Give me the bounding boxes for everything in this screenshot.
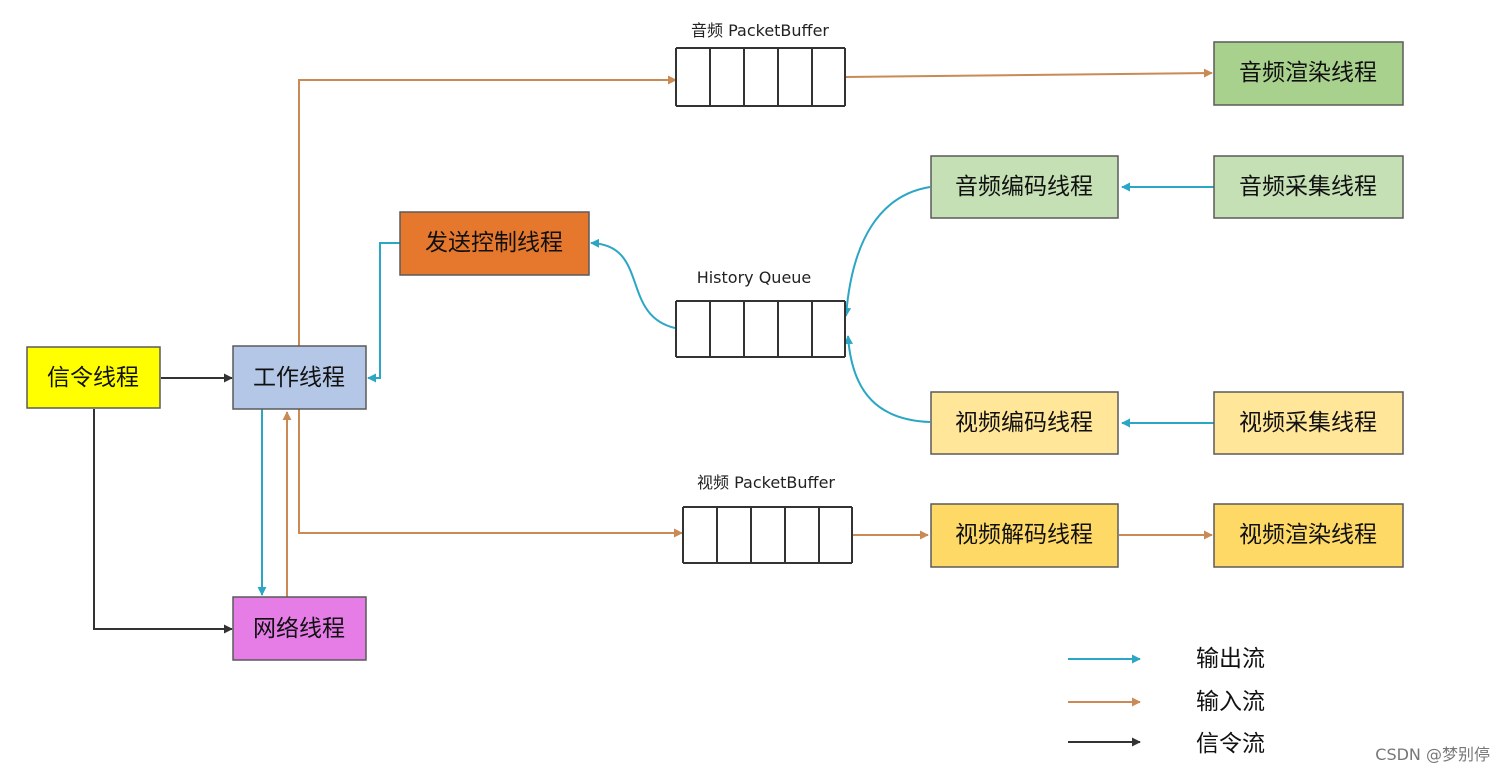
- signal-thread-box: 信令线程: [26, 346, 161, 409]
- video-capture-thread-label: 视频采集线程: [1239, 410, 1377, 436]
- network-thread-label: 网络线程: [253, 616, 345, 642]
- video-encode-thread-label: 视频编码线程: [955, 410, 1093, 436]
- output-flow-history-queue-to-send-control: [590, 238, 676, 329]
- video-packet-buffer: [682, 506, 853, 564]
- input-flow-work-to-video-buffer: [298, 409, 683, 538]
- legend-input-label: 输入流: [1196, 689, 1265, 715]
- audio-render-thread-box: 音频渲染线程: [1213, 41, 1404, 106]
- history-queue-label: History Queue: [697, 268, 812, 287]
- send-control-thread-box: 发送控制线程: [399, 211, 590, 276]
- video-capture-thread-box: 视频采集线程: [1213, 391, 1404, 455]
- input-flow-audio-buffer-to-audio-render: [844, 68, 1213, 78]
- audio-encode-thread-box: 音频编码线程: [930, 155, 1119, 219]
- signal-flow-signal-to-network: [93, 409, 233, 634]
- output-flow-send-control-to-work: [367, 242, 400, 383]
- work-thread-box: 工作线程: [232, 345, 367, 410]
- work-thread-label: 工作线程: [253, 365, 345, 391]
- audio-packet-buffer-label: 音频 PacketBuffer: [691, 21, 829, 40]
- audio-capture-thread-box: 音频采集线程: [1213, 155, 1404, 219]
- audio-capture-thread-label: 音频采集线程: [1239, 174, 1377, 200]
- signal-thread-label: 信令线程: [47, 365, 139, 391]
- video-packet-buffer-label: 视频 PacketBuffer: [697, 473, 835, 492]
- history-queue: [675, 300, 846, 358]
- legend-signal-label: 信令流: [1196, 731, 1265, 757]
- video-encode-thread-box: 视频编码线程: [930, 391, 1119, 455]
- audio-encode-thread-label: 音频编码线程: [955, 174, 1093, 200]
- audio-packet-buffer: [675, 47, 846, 107]
- watermark: CSDN @梦别停: [1375, 745, 1490, 764]
- video-decode-thread-label: 视频解码线程: [955, 522, 1093, 548]
- network-thread-box: 网络线程: [232, 596, 367, 661]
- audio-render-thread-label: 音频渲染线程: [1239, 60, 1377, 86]
- output-flow-video-encode-to-history-queue: [844, 335, 931, 423]
- legend: 输出流 输入流 信令流: [1068, 646, 1265, 757]
- legend-output-label: 输出流: [1196, 646, 1265, 672]
- video-render-thread-label: 视频渲染线程: [1239, 522, 1377, 548]
- video-render-thread-box: 视频渲染线程: [1213, 503, 1404, 568]
- video-decode-thread-box: 视频解码线程: [930, 503, 1119, 568]
- send-control-thread-label: 发送控制线程: [425, 230, 563, 256]
- input-flow-work-to-audio-buffer: [298, 75, 677, 346]
- output-flow-audio-encode-to-history-queue: [842, 186, 931, 317]
